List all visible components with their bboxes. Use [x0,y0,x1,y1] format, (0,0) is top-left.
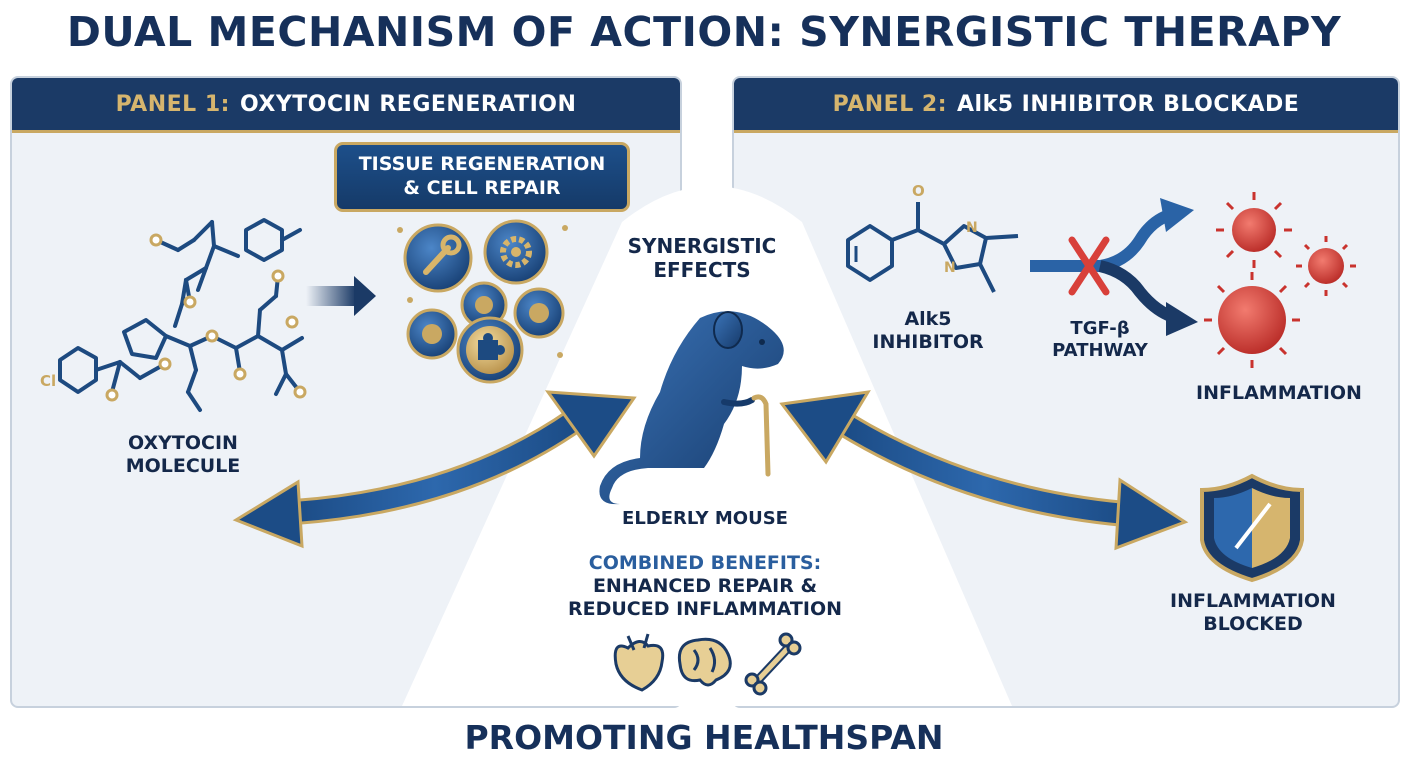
tgf-label-line2: PATHWAY [1052,339,1148,361]
virus-icon-2 [1296,236,1356,296]
benefits-line1: ENHANCED REPAIR & [592,574,818,597]
gear-icon [500,236,532,268]
synergy-line1: SYNERGISTIC [627,234,777,258]
combined-benefits: COMBINED BENEFITS: ENHANCED REPAIR & RED… [520,552,890,620]
inflammation-label: INFLAMMATION [1196,382,1362,404]
panel1-header: PANEL 1: OXYTOCIN REGENERATION [12,78,680,133]
brain-icon [677,637,732,687]
block-x-icon [1068,236,1110,296]
page-title: DUAL MECHANISM OF ACTION: SYNERGISTIC TH… [66,8,1342,56]
alk5-label-line2: INHIBITOR [872,330,984,353]
puzzle-icon [478,333,505,360]
benefits-line2: REDUCED INFLAMMATION [567,597,842,620]
oxygen-atom: O [912,182,925,200]
oxytocin-label-line2: MOLECULE [125,454,241,477]
panel2-header: PANEL 2: Alk5 INHIBITOR BLOCKADE [734,78,1398,133]
right-double-arrow-icon [779,390,1189,551]
synergy-line2: EFFECTS [653,258,751,282]
oxytocin-label-line1: OXYTOCIN [128,432,238,454]
nitrogen-atom-bottom: N [944,260,956,276]
oxytocin-molecule-label: OXYTOCIN MOLECULE [98,432,268,478]
panel1-title: OXYTOCIN REGENERATION [239,91,577,117]
virus-icon-3 [1204,272,1300,368]
tissue-line2: & CELL REPAIR [403,177,561,199]
tissue-regeneration-box: TISSUE REGENERATION & CELL REPAIR [334,142,630,212]
synergy-label: SYNERGISTIC EFFECTS [582,234,822,282]
pathway-arrows-icon [1030,198,1198,336]
chlorine-atom: Cl [40,372,56,390]
alk5-inhibitor-label: Alk5 INHIBITOR [858,308,998,354]
bone-icon [744,632,802,696]
benefits-heading: COMBINED BENEFITS: [588,552,822,574]
tgf-pathway-label: TGF-β PATHWAY [1030,318,1170,361]
wrench-icon [423,234,462,275]
alk5-label-line1: Alk5 [904,308,952,330]
panel2-number: PANEL 2: [832,91,947,117]
heart-icon [613,633,665,692]
panel1-number: PANEL 1: [115,91,230,117]
nitrogen-atom-top: N [966,220,978,236]
inflammation-blocked-label: INFLAMMATION BLOCKED [1150,590,1356,636]
footer-title: PROMOTING HEALTHSPAN [464,718,944,757]
blocked-line2: BLOCKED [1203,612,1303,635]
tissue-line1: TISSUE REGENERATION [358,153,606,176]
elderly-mouse-label: ELDERLY MOUSE [622,508,788,529]
left-double-arrow-icon [232,390,637,549]
tgf-label-line1: TGF-β [1070,318,1130,339]
virus-icon-1 [1216,192,1292,268]
blocked-line1: INFLAMMATION [1170,590,1336,612]
panel2-title: Alk5 INHIBITOR BLOCKADE [957,91,1300,117]
